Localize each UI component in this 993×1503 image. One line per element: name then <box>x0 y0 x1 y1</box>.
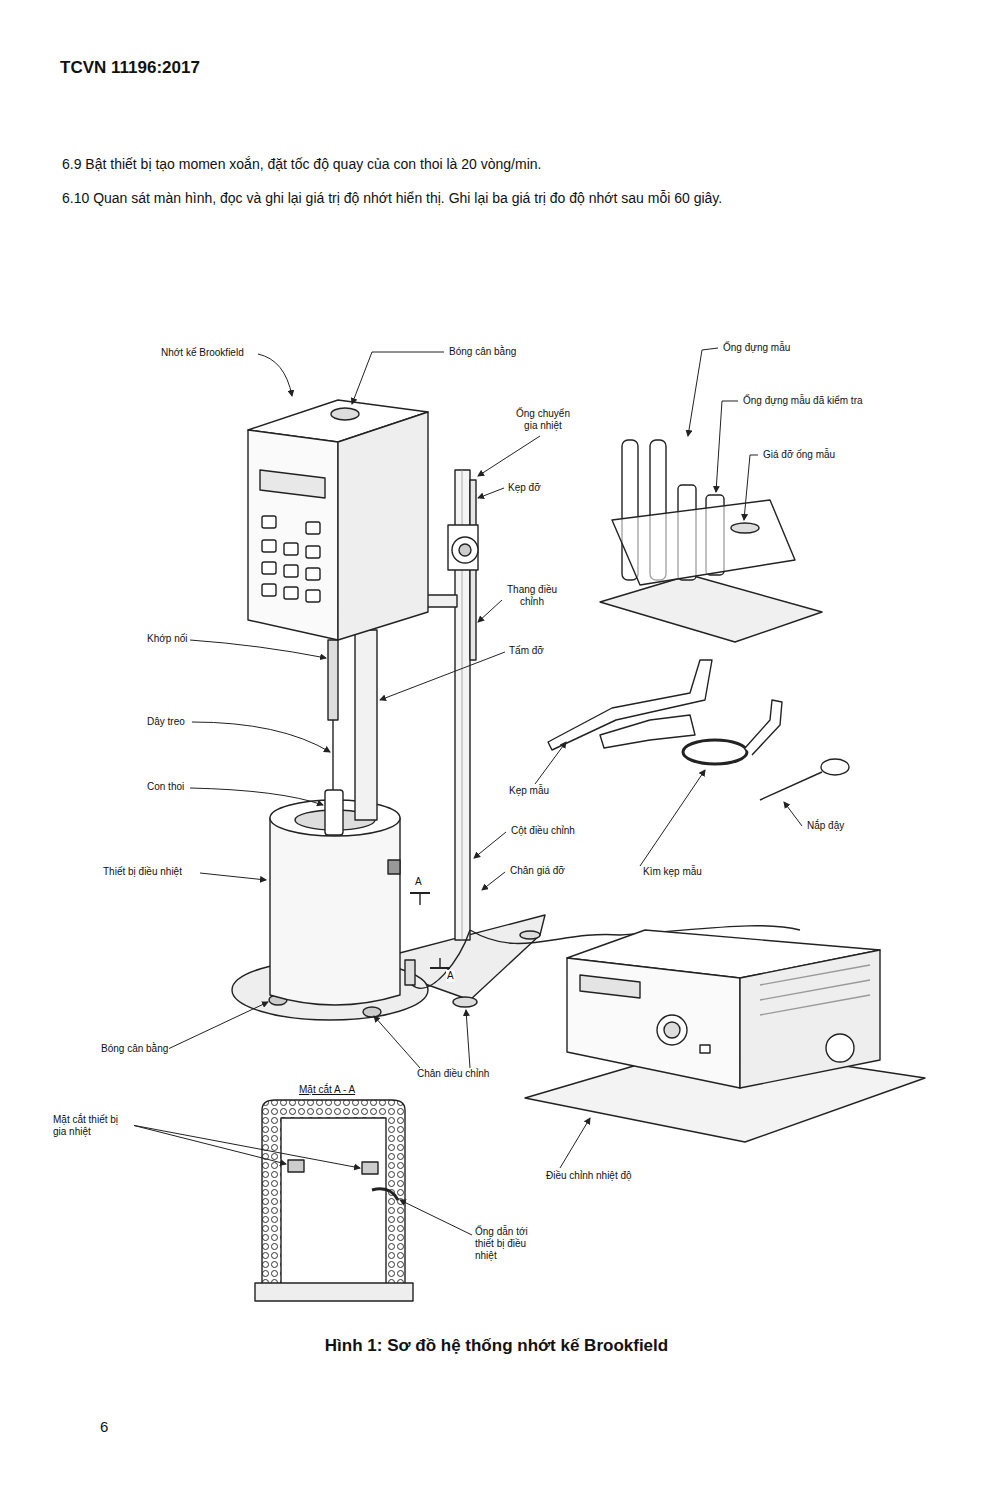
section-base <box>255 1283 413 1301</box>
handle <box>826 1034 854 1062</box>
part-label: Thang điều chỉnh <box>505 584 559 608</box>
heater-element <box>288 1160 304 1172</box>
section-mark <box>439 958 440 968</box>
thermostat-body <box>270 818 400 1005</box>
part-label: Chân điều chỉnh <box>416 1068 490 1080</box>
part-label: Tấm đỡ <box>508 645 545 657</box>
vent <box>388 860 400 874</box>
section-mark <box>419 893 420 905</box>
support-clamp <box>448 525 478 570</box>
spindle <box>325 790 343 835</box>
running-header: TCVN 11196:2017 <box>60 58 200 78</box>
part-label: Dây treo <box>146 716 186 728</box>
section-title: Mặt cắt A - A <box>298 1084 356 1096</box>
leader-lines <box>132 348 802 1235</box>
foot <box>363 1007 381 1017</box>
part-label: Ống chuyển gia nhiệt <box>510 408 576 432</box>
clamp-knob <box>452 537 478 563</box>
page-number: 6 <box>100 1418 108 1436</box>
fin <box>760 965 870 985</box>
section-letter: A <box>414 876 423 888</box>
outlet <box>405 960 415 985</box>
part-label: Giá đỡ ống mẫu <box>762 449 836 461</box>
fin <box>760 980 870 1000</box>
part-label: Thiết bị điều nhiệt <box>102 866 183 878</box>
controller-display <box>580 975 640 998</box>
part-label: Bóng cân bằng <box>448 346 517 358</box>
sample-clamp <box>683 740 747 764</box>
heater-tube <box>372 1189 398 1200</box>
part-label: Ống dẫn tới thiết bị điều nhiệt <box>474 1226 550 1262</box>
section-letter: A <box>446 970 455 982</box>
lid-arm <box>760 772 822 800</box>
controller-side <box>740 950 880 1088</box>
section-heater-wall <box>262 1100 405 1285</box>
rack-body <box>612 500 795 585</box>
sample-tongs <box>600 715 695 748</box>
suspension-wire <box>332 720 333 790</box>
part-label: Cột điều chỉnh <box>510 825 576 837</box>
part-label: Khớp nối <box>146 633 188 645</box>
part-label: Bóng cân bằng <box>100 1043 169 1055</box>
coupling <box>328 640 338 720</box>
part-label: Điều chỉnh nhiệt độ <box>545 1170 633 1182</box>
balance-bubble <box>331 408 359 420</box>
lid <box>821 759 849 775</box>
figure-caption: Hình 1: Sơ đồ hệ thống nhớt kế Brookfiel… <box>0 1336 993 1356</box>
part-label: Mặt cắt thiết bị gia nhiệt <box>52 1114 134 1138</box>
head-front <box>248 430 338 640</box>
clamp-knob <box>459 544 471 556</box>
cable <box>412 930 470 988</box>
head-side <box>338 412 428 640</box>
part-label: Nắp đậy <box>806 820 845 832</box>
switch <box>700 1045 710 1053</box>
sample-clamp <box>745 700 782 755</box>
part-label: Ống đựng mẫu đã kiểm tra <box>742 395 864 407</box>
controller-front <box>567 958 740 1088</box>
stand-foot <box>453 997 477 1007</box>
support-plate <box>355 630 377 820</box>
section-cavity <box>281 1118 386 1285</box>
part-label: Kìm kẹp mẫu <box>642 866 703 878</box>
rack-hole <box>731 523 759 533</box>
part-label: Ống đựng mẫu <box>722 342 791 354</box>
controller-knob <box>657 1015 687 1045</box>
fin <box>760 995 870 1015</box>
display <box>260 470 325 498</box>
heater-element <box>362 1162 378 1174</box>
part-label: Kẹp đỡ <box>507 482 542 494</box>
body-paragraph: 6.9 Bật thiết bị tạo momen xoắn, đặt tốc… <box>62 150 942 179</box>
part-label: Chân giá đỡ <box>509 865 566 877</box>
part-label: Nhớt kế Brookfield <box>160 347 245 359</box>
rack-base <box>600 575 822 642</box>
body-paragraph: 6.10 Quan sát màn hình, đọc và ghi lại g… <box>62 184 937 213</box>
part-label: Kẹp mẫu <box>508 785 550 797</box>
controller-knob <box>664 1022 680 1038</box>
keypad <box>262 516 320 602</box>
sample-tongs <box>548 660 712 750</box>
stand-foot <box>520 931 540 939</box>
part-label: Con thoi <box>146 781 185 793</box>
